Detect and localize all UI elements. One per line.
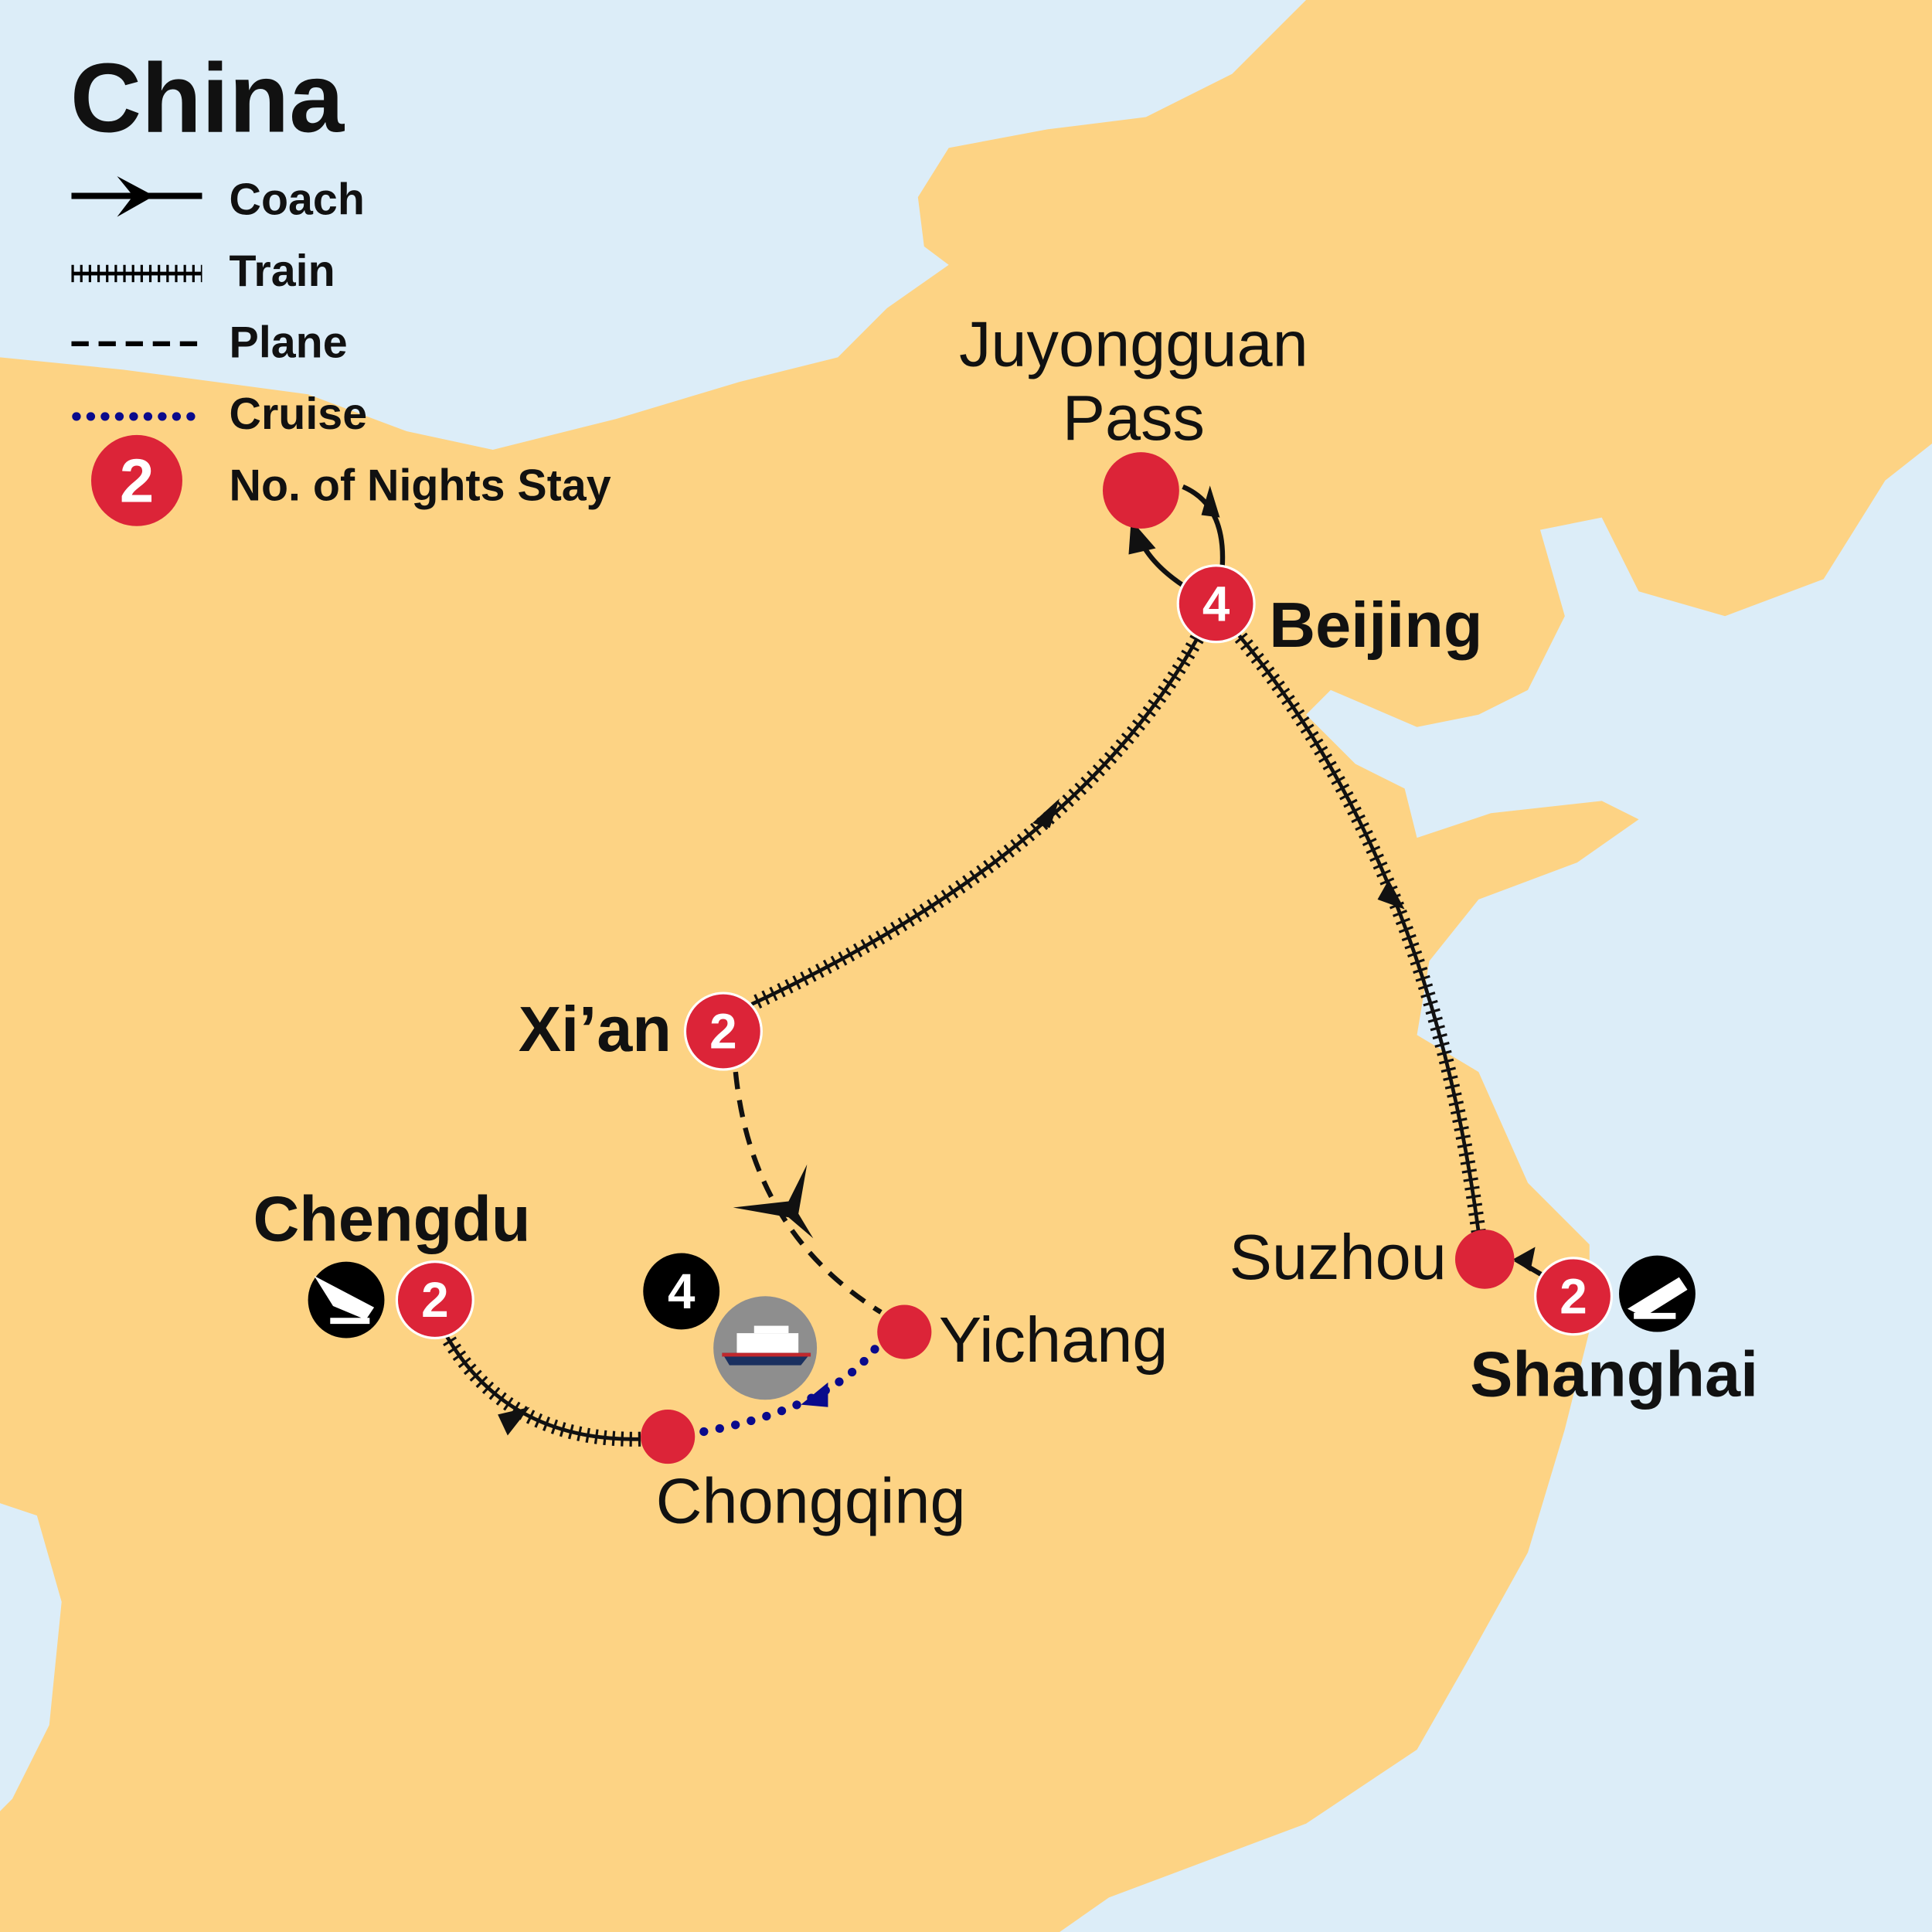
label-beijing: Beijing: [1269, 589, 1482, 661]
cruise-ship-icon: [713, 1296, 818, 1400]
nights-shanghai: 2: [1560, 1268, 1587, 1324]
airport-departure-icon-chengdu: [308, 1261, 385, 1338]
label-xian: Xi’an: [519, 993, 672, 1065]
stop-yichang[interactable]: [877, 1304, 932, 1359]
stop-beijing[interactable]: 4: [1176, 564, 1256, 644]
cruise-yichang-chongqing: [692, 1345, 879, 1437]
stop-chengdu[interactable]: 2: [395, 1260, 474, 1340]
nights-chengdu: 2: [421, 1272, 448, 1328]
map-title: China: [70, 44, 345, 154]
label-yichang: Yichang: [939, 1304, 1168, 1376]
label-juyongguan-1: Juyongguan: [959, 308, 1308, 380]
label-suzhou: Suzhou: [1230, 1221, 1447, 1293]
legend-train: Train: [230, 247, 335, 296]
arrow-icon: [1512, 1247, 1536, 1272]
sea-northwest: [0, 0, 1307, 450]
arrow-icon: [1377, 879, 1405, 910]
legend-nights: No. of Nights Stay: [230, 461, 611, 510]
sea-southwest: [0, 1503, 62, 1811]
stop-chongqing[interactable]: [641, 1409, 696, 1464]
cruise-nights-badge: 4: [643, 1253, 720, 1330]
cruise-nights: 4: [668, 1264, 696, 1319]
label-chengdu: Chengdu: [253, 1183, 530, 1255]
legend-nights-sample: 2: [120, 446, 154, 515]
nights-badge-icon: 2: [90, 434, 182, 526]
airplane-icon: [733, 1164, 814, 1239]
arrow-icon: [1032, 798, 1060, 828]
arrow-icon: [1128, 519, 1156, 555]
label-shanghai: Shanghai: [1470, 1338, 1758, 1410]
stop-juyongguan[interactable]: [1102, 452, 1179, 529]
sea-east: [1060, 443, 1932, 1932]
stop-shanghai[interactable]: 2: [1534, 1257, 1614, 1336]
airport-arrival-icon-shanghai: [1619, 1255, 1696, 1332]
arrow-icon: [801, 1382, 828, 1407]
coach-line-icon: [71, 175, 202, 217]
route-arrows: [498, 485, 1536, 1436]
nights-xian: 2: [709, 1004, 736, 1060]
legend-plane: Plane: [230, 318, 348, 367]
train-beijing-xian: [748, 627, 1208, 1012]
legend-cruise: Cruise: [230, 389, 368, 439]
stop-suzhou[interactable]: [1454, 1230, 1515, 1289]
arrow-icon: [1201, 485, 1220, 518]
label-chongqing: Chongqing: [656, 1465, 966, 1537]
label-juyongguan-2: Pass: [1063, 382, 1205, 454]
stop-xian[interactable]: 2: [683, 992, 763, 1071]
legend: China Coach Train Plane Cruise 2 No. of …: [70, 44, 611, 526]
legend-coach: Coach: [230, 175, 365, 224]
nights-beijing: 4: [1202, 576, 1230, 631]
arrow-icon: [498, 1406, 530, 1436]
